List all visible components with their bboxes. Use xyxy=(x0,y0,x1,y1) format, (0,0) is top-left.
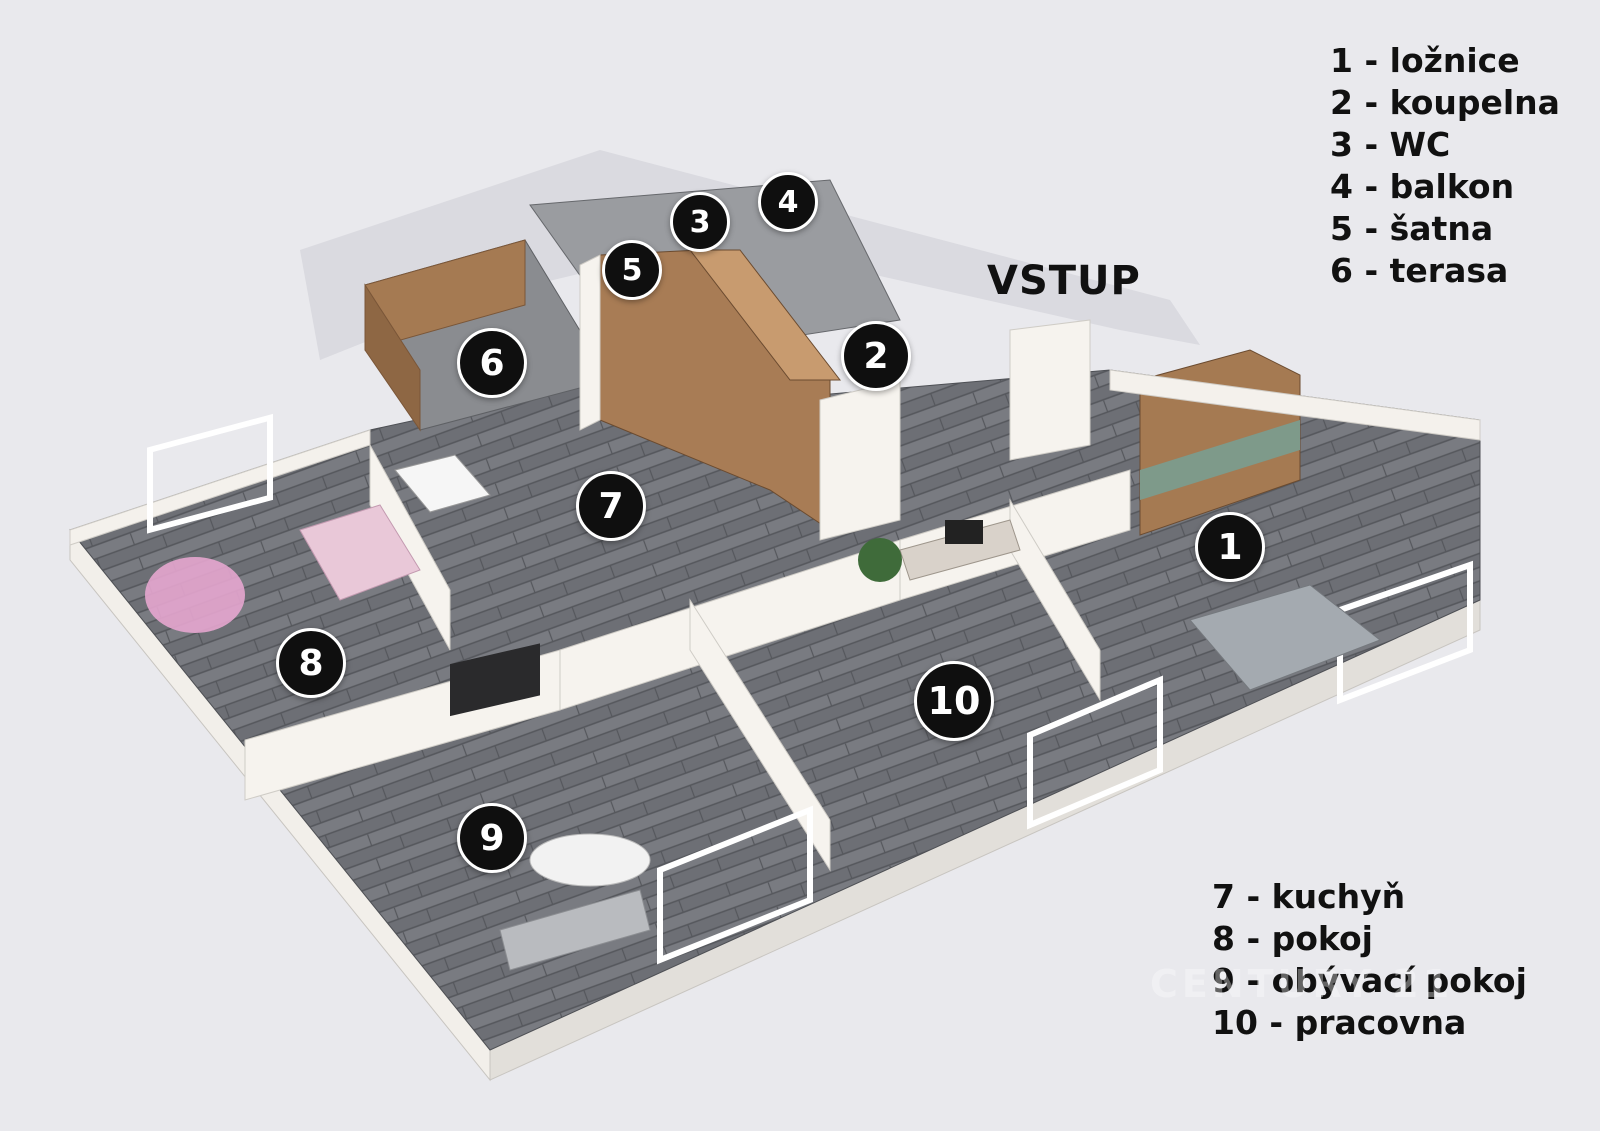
office-monitor xyxy=(945,520,983,544)
watermark: CENTURY 21 xyxy=(1150,962,1454,1006)
room-marker-4: 4 xyxy=(758,172,818,232)
ground-shadow xyxy=(300,150,1200,360)
legend-item: 3 - WC xyxy=(1330,125,1451,164)
bedroom-wardrobe-band xyxy=(1140,420,1300,500)
legend-item: 8 - pokoj xyxy=(1212,919,1373,958)
legend-item: 9 - obývací pokoj xyxy=(1212,961,1527,1000)
legend-item: 6 - terasa xyxy=(1330,251,1509,290)
coffee-table xyxy=(529,833,651,887)
sofa xyxy=(499,889,651,971)
legend-item: 5 - šatna xyxy=(1330,209,1494,248)
legend-item: 7 - kuchyň xyxy=(1212,877,1406,916)
room-marker-2: 2 xyxy=(841,321,911,391)
kids-rug xyxy=(145,557,245,633)
room-marker-9: 9 xyxy=(457,803,527,873)
right-outer-wall xyxy=(1109,369,1481,441)
kids-bed xyxy=(299,504,421,601)
room-legend-top: 1 - ložnice 2 - koupelna 3 - WC 4 - balk… xyxy=(1330,40,1560,292)
room-marker-5: 5 xyxy=(602,240,662,300)
room-marker-1: 1 xyxy=(1195,512,1265,582)
entrance-label: VSTUP xyxy=(987,258,1141,304)
room-marker-7: 7 xyxy=(576,471,646,541)
room-legend-bottom: 7 - kuchyň 8 - pokoj 9 - obývací pokoj 1… xyxy=(1212,876,1527,1044)
legend-item: 1 - ložnice xyxy=(1330,41,1520,80)
legend-item: 4 - balkon xyxy=(1330,167,1515,206)
bedroom-bed xyxy=(1189,584,1382,691)
room-marker-6: 6 xyxy=(457,328,527,398)
kitchen-counter-top xyxy=(688,249,842,381)
plant xyxy=(858,538,902,582)
front-windows xyxy=(147,413,1473,965)
dining-table xyxy=(394,454,491,513)
terrace-wood-wall-side xyxy=(364,283,421,432)
legend-item: 2 - koupelna xyxy=(1330,83,1560,122)
room-marker-3: 3 xyxy=(670,192,730,252)
room-marker-10: 10 xyxy=(914,661,994,741)
room-marker-8: 8 xyxy=(276,628,346,698)
legend-item: 10 - pracovna xyxy=(1212,1003,1467,1042)
tv-screen xyxy=(450,643,540,717)
